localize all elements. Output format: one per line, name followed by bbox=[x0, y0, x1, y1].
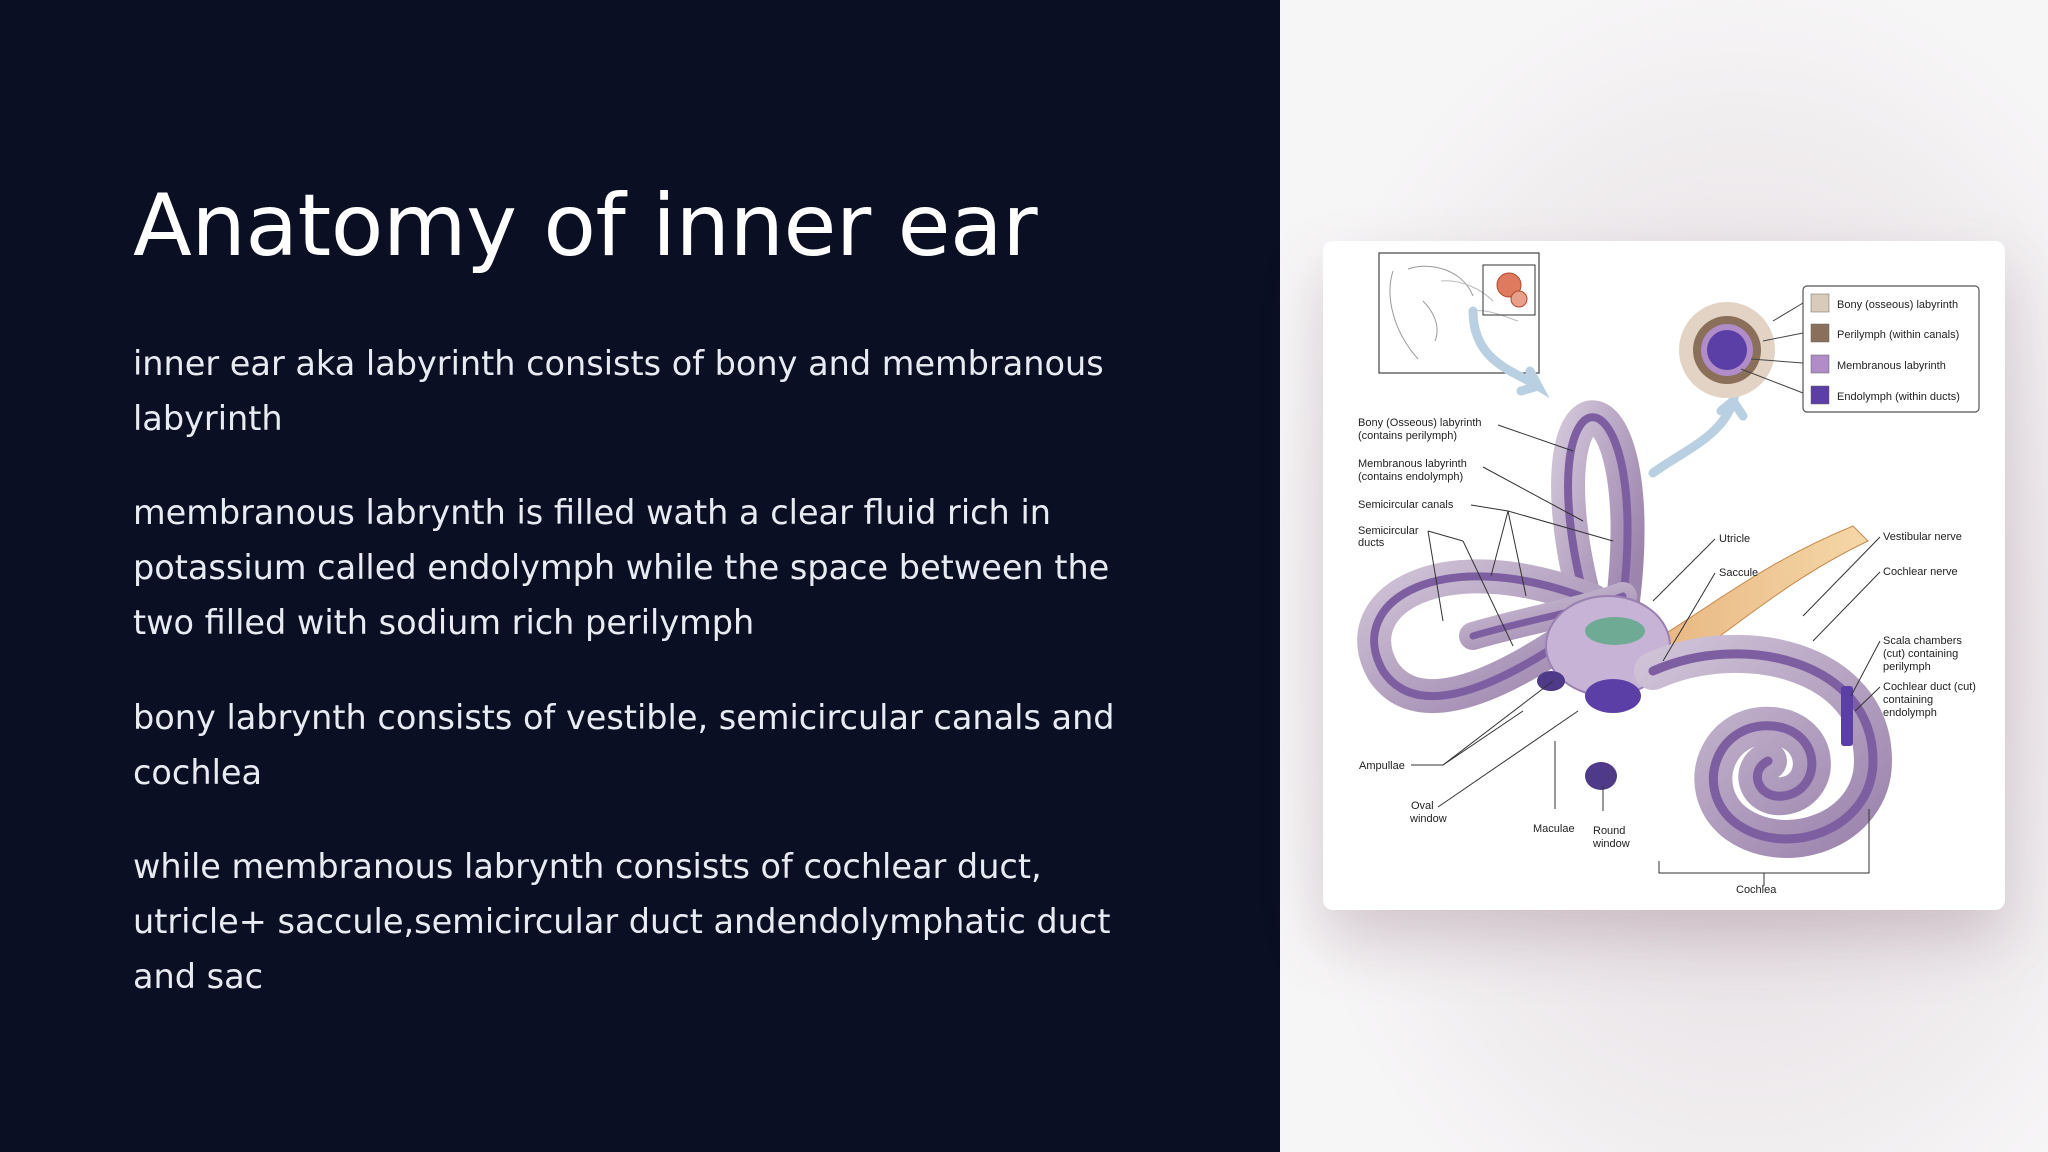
label-scala-chambers-2: (cut) containing bbox=[1883, 648, 1958, 660]
inner-ear-illustration: Bony (osseous) labyrinth Perilymph (with… bbox=[1357, 252, 1980, 896]
label-scala-chambers-3: perilymph bbox=[1883, 661, 1931, 673]
legend-label-endolymph: Endolymph (within ducts) bbox=[1837, 391, 1960, 403]
label-cochlear-nerve: Cochlear nerve bbox=[1883, 566, 1958, 578]
legend: Bony (osseous) labyrinth Perilymph (with… bbox=[1740, 285, 1980, 413]
diagram-labels: Bony (Osseous) labyrinth (contains peril… bbox=[1358, 417, 1976, 896]
curved-arrow-left bbox=[1468, 306, 1550, 399]
paragraph-1: inner ear aka labyrinth consists of bony… bbox=[133, 344, 1104, 438]
label-semicircular-ducts-sub: ducts bbox=[1358, 537, 1385, 549]
legend-swatch-membranous bbox=[1810, 354, 1830, 374]
legend-swatch-endolymph bbox=[1810, 385, 1830, 405]
slide-title: Anatomy of inner ear bbox=[133, 176, 1038, 276]
paragraph-4: while membranous labrynth consists of co… bbox=[133, 847, 1111, 996]
label-semicircular-canals: Semicircular canals bbox=[1358, 499, 1454, 511]
label-bony-labyrinth-sub: (contains perilymph) bbox=[1358, 430, 1457, 442]
ear-inset bbox=[1378, 252, 1540, 374]
label-membranous-labyrinth-sub: (contains endolymph) bbox=[1358, 471, 1463, 483]
legend-label-perilymph: Perilymph (within canals) bbox=[1837, 329, 1959, 341]
inner-ear-diagram: Bony (osseous) labyrinth Perilymph (with… bbox=[1323, 241, 2005, 910]
cross-section bbox=[1679, 302, 1775, 398]
paragraph-3: bony labrynth consists of vestible, semi… bbox=[133, 698, 1115, 792]
label-oval-window-2: window bbox=[1409, 813, 1447, 825]
label-vestibular-nerve: Vestibular nerve bbox=[1883, 531, 1962, 543]
label-semicircular-ducts: Semicircular bbox=[1358, 525, 1419, 537]
label-cochlear-duct-3: endolymph bbox=[1883, 707, 1937, 719]
label-cochlear-duct-2: containing bbox=[1883, 694, 1933, 706]
legend-label-membranous: Membranous labyrinth bbox=[1837, 360, 1946, 372]
label-maculae: Maculae bbox=[1533, 823, 1575, 835]
label-round-window: Round bbox=[1593, 825, 1625, 837]
text-panel: Anatomy of inner ear inner ear aka labyr… bbox=[0, 0, 1280, 1152]
label-scala-chambers: Scala chambers bbox=[1883, 635, 1962, 647]
label-cochlea: Cochlea bbox=[1736, 884, 1777, 896]
label-utricle: Utricle bbox=[1719, 533, 1750, 545]
label-bony-labyrinth: Bony (Osseous) labyrinth bbox=[1358, 417, 1482, 429]
leader-lines bbox=[1411, 424, 1881, 886]
labyrinth bbox=[1357, 400, 1893, 858]
label-round-window-2: window bbox=[1592, 838, 1630, 850]
legend-swatch-bony bbox=[1810, 293, 1830, 313]
legend-label-bony: Bony (osseous) labyrinth bbox=[1837, 299, 1958, 311]
label-cochlear-duct: Cochlear duct (cut) bbox=[1883, 681, 1976, 693]
label-membranous-labyrinth: Membranous labyrinth bbox=[1358, 458, 1467, 470]
legend-swatch-perilymph bbox=[1810, 323, 1830, 343]
label-ampullae: Ampullae bbox=[1359, 760, 1405, 772]
label-oval-window: Oval bbox=[1411, 800, 1434, 812]
paragraph-2: membranous labrynth is filled wath a cle… bbox=[133, 493, 1110, 642]
curved-arrow-right bbox=[1648, 388, 1748, 478]
label-saccule: Saccule bbox=[1719, 567, 1758, 579]
